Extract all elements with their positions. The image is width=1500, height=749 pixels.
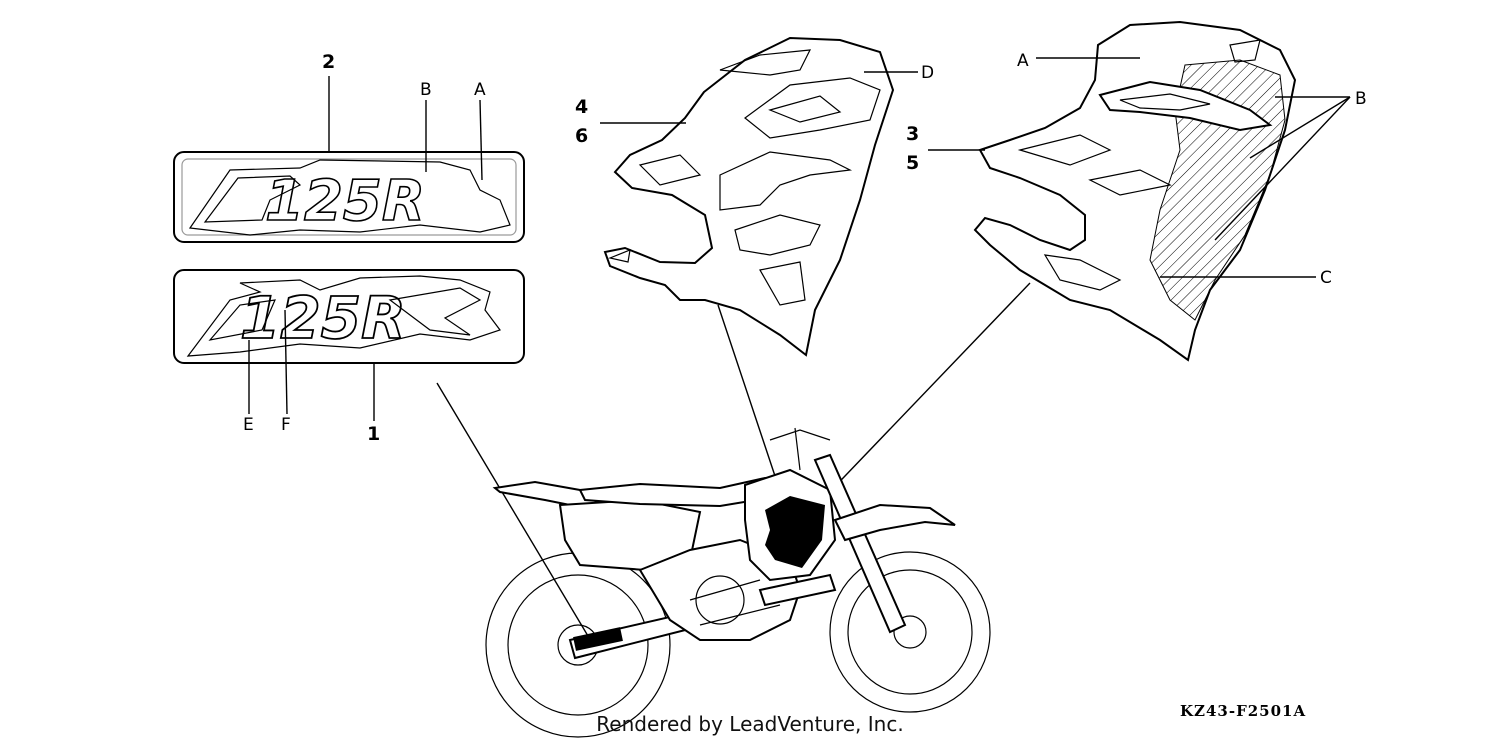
callout-4[interactable]: 4 xyxy=(575,96,588,118)
shroud-decal-4-6[interactable] xyxy=(603,36,895,357)
leader-b-right-3 xyxy=(1214,96,1351,241)
drawing-code: KZ43-F2501A xyxy=(1180,702,1307,720)
decal-1-emblem-lower[interactable]: 125R xyxy=(173,269,525,364)
leader-shroud-right-to-bike xyxy=(821,282,1031,501)
callout-e[interactable]: E xyxy=(243,415,254,435)
decal-2-emblem-upper[interactable]: 125R xyxy=(173,151,525,243)
callout-a-left[interactable]: A xyxy=(474,80,486,100)
callout-b-left[interactable]: B xyxy=(420,80,432,100)
decal-1-emblem-text: 125R xyxy=(240,284,406,352)
callout-6[interactable]: 6 xyxy=(575,125,588,147)
rendered-by-credit: Rendered by LeadVenture, Inc. xyxy=(596,712,904,736)
callout-c[interactable]: C xyxy=(1320,268,1332,288)
swingarm-decal[interactable] xyxy=(573,627,623,651)
leader-a-left xyxy=(479,99,483,181)
front-fork xyxy=(813,453,907,634)
callout-1[interactable]: 1 xyxy=(367,423,380,445)
handlebar xyxy=(769,427,831,471)
callout-b-right[interactable]: B xyxy=(1355,89,1367,109)
callout-a-right[interactable]: A xyxy=(1017,51,1029,71)
callout-f[interactable]: F xyxy=(281,415,291,435)
leader-f xyxy=(284,309,288,415)
callout-2[interactable]: 2 xyxy=(322,51,335,73)
exhaust xyxy=(758,573,837,607)
callout-d[interactable]: D xyxy=(921,63,934,83)
callout-5[interactable]: 5 xyxy=(906,152,919,174)
shroud-decal-on-bike[interactable] xyxy=(765,496,825,568)
callout-3[interactable]: 3 xyxy=(906,123,919,145)
leader-emblem-to-swingarm xyxy=(436,382,589,637)
decal-2-emblem-text: 125R xyxy=(265,169,425,234)
leader-shroud-left-to-bike xyxy=(717,304,784,501)
front-wheel xyxy=(829,551,991,713)
motorcycle-illustration xyxy=(485,427,991,738)
leader-b-right-2 xyxy=(1249,96,1351,159)
front-fender xyxy=(833,503,956,542)
shroud-decal-3-5[interactable] xyxy=(973,20,1297,362)
